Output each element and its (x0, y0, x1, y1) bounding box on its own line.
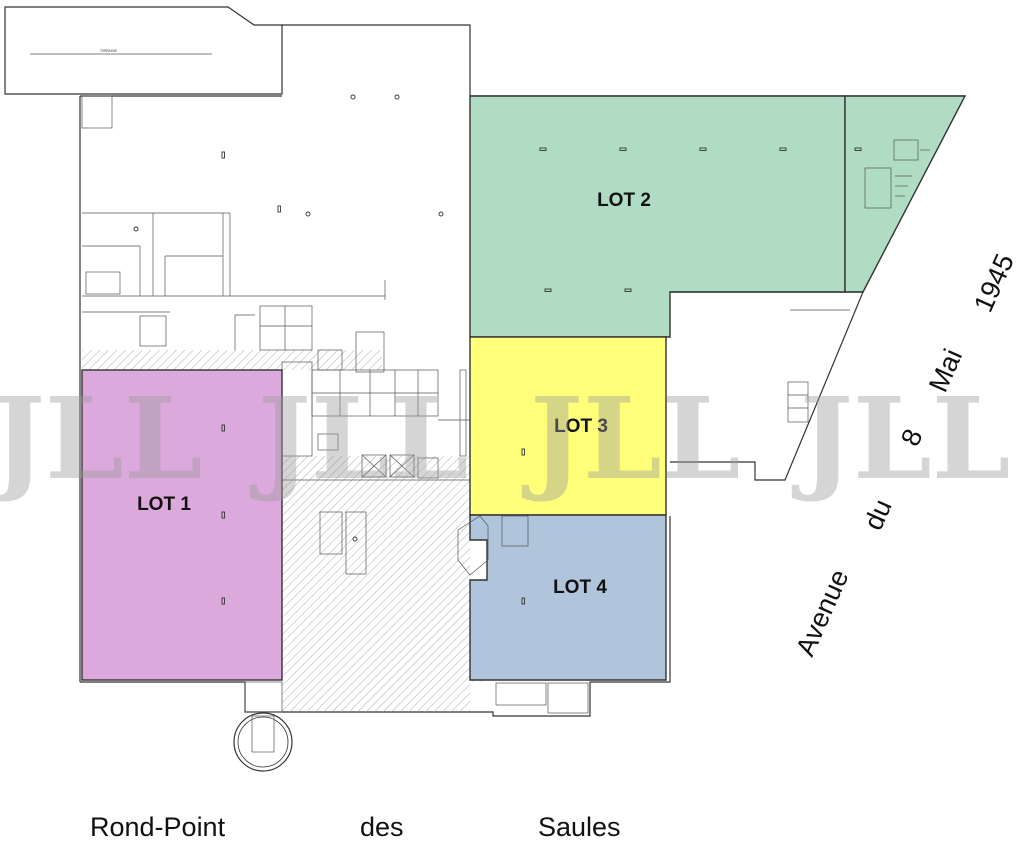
annex-building: TERRASSE (4, 6, 283, 95)
entrance-rotunda (233, 681, 293, 772)
watermark-text-1: JLL (0, 374, 203, 505)
lot-2-label: LOT 2 (597, 190, 651, 211)
street-bottom-word-1: Rond-Point (90, 812, 226, 842)
courtyard (670, 291, 864, 481)
lot-3-area[interactable] (469, 336, 667, 516)
lot-4-area[interactable] (469, 514, 667, 681)
street-right-word-5: 1945 (968, 249, 1020, 316)
street-right-word-1: Avenue (790, 565, 854, 660)
watermark-text-3: JLL (521, 374, 741, 505)
interior-walls (82, 212, 386, 373)
lot-3-label: LOT 3 (554, 416, 608, 437)
lot-4-zone[interactable]: LOT 4 (469, 514, 667, 681)
annex-rooms (864, 139, 930, 209)
lot-4-label: LOT 4 (553, 577, 607, 598)
watermark-text-4: JLL (791, 374, 1011, 505)
lot-1-label: LOT 1 (137, 494, 191, 515)
lot-1-zone[interactable]: LOT 1 (81, 369, 283, 681)
street-bottom-word-2: des (360, 812, 404, 842)
lot-4-rooms (457, 515, 589, 714)
columns (133, 94, 862, 605)
lot-1-area[interactable] (81, 369, 283, 681)
circulation-zones (82, 350, 487, 712)
lot-2-area[interactable] (469, 95, 846, 338)
lot-2-annex-area[interactable] (844, 95, 967, 293)
street-rond-point: Rond-Point des Saules (90, 812, 621, 842)
service-core (281, 361, 470, 479)
street-bottom-word-3: Saules (538, 812, 621, 842)
watermark: JLL JLL JLL JLL (0, 374, 1011, 505)
lot-2-zone[interactable]: LOT 2 (469, 95, 967, 338)
annex-label: TERRASSE (100, 49, 117, 53)
watermark-text-2: JLL (249, 374, 469, 505)
lot-3-zone[interactable]: LOT 3 (469, 336, 667, 516)
